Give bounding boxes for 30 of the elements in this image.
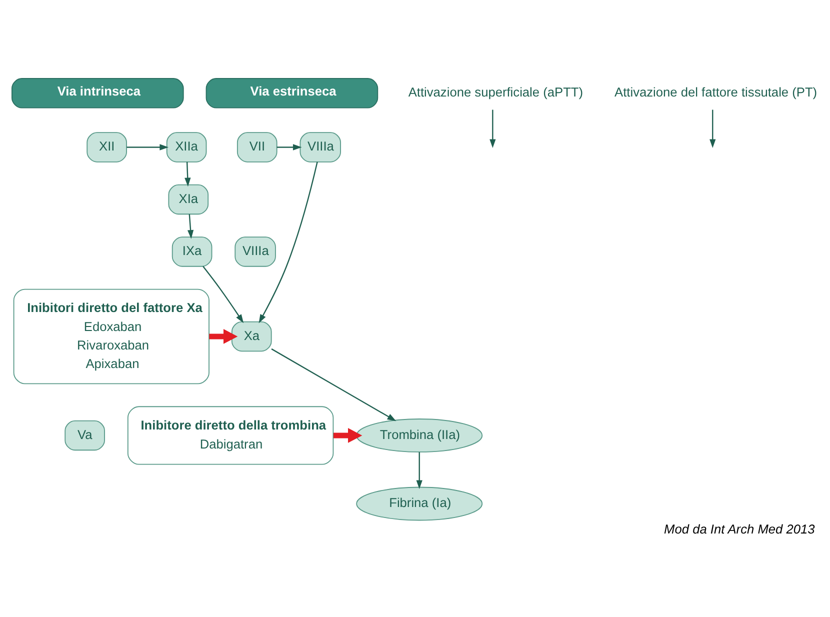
arrow bbox=[710, 109, 716, 148]
node-box: Via intrinseca bbox=[12, 78, 184, 108]
node-box: Via estrinseca bbox=[206, 78, 378, 108]
arrow bbox=[126, 144, 168, 150]
arrow bbox=[276, 144, 302, 150]
arrow bbox=[209, 328, 238, 344]
node-box: IXa bbox=[172, 236, 212, 266]
arrow bbox=[184, 161, 191, 186]
node-box: VIIIa bbox=[300, 132, 341, 162]
node-box: Inibitori diretto del fattore Xa Edoxaban Rivaroxaban Apixaban bbox=[13, 288, 210, 384]
arrow bbox=[490, 109, 496, 148]
node-box: XIIa bbox=[166, 132, 207, 162]
node-box: XIa bbox=[168, 184, 209, 214]
node-box: Xa bbox=[231, 320, 272, 352]
node-box: Inibitore diretto della trombina Dabigatran bbox=[127, 406, 334, 464]
arrow bbox=[271, 348, 396, 421]
node-box: XII bbox=[86, 132, 127, 162]
arrow bbox=[187, 214, 194, 238]
node-ellipse: Trombina (IIa) bbox=[356, 418, 483, 452]
node-box: VII bbox=[236, 132, 278, 162]
arrow bbox=[202, 266, 244, 323]
caption: Mod da Int Arch Med 2013 bbox=[664, 520, 815, 536]
node-ellipse: Fibrina (Ia) bbox=[356, 486, 483, 520]
arrow bbox=[333, 428, 362, 442]
arrow bbox=[258, 161, 318, 323]
node-text: Attivazione del fattore tissutale (PT) bbox=[614, 84, 818, 100]
node-box: VIIIa bbox=[234, 236, 276, 266]
node-text: Attivazione superficiale (aPTT) bbox=[408, 84, 584, 100]
node-box: Va bbox=[64, 420, 105, 450]
arrow bbox=[416, 452, 422, 488]
